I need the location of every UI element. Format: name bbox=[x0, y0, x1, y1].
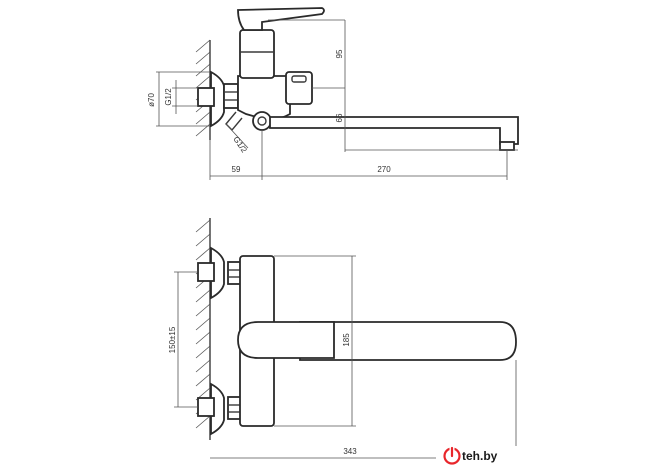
watermark-bg bbox=[436, 446, 662, 466]
spout-aerator bbox=[499, 141, 515, 151]
side-view: 95 66 ø70 G1/2 G1/2 59 270 bbox=[147, 7, 519, 180]
diverter-outlet bbox=[285, 71, 313, 105]
dim-vertical-left: ø70 G1/2 bbox=[147, 71, 210, 127]
escutcheon-flange bbox=[210, 70, 225, 128]
front-spout bbox=[299, 321, 517, 361]
dim-66-label: 66 bbox=[335, 113, 344, 122]
dim-diameter-label: ø70 bbox=[147, 93, 156, 107]
lower-inlet-pipe bbox=[197, 397, 215, 417]
dim-thread-out-label: G1/2 bbox=[231, 135, 249, 155]
dim-centers-label: 150±15 bbox=[168, 326, 177, 353]
cartridge-housing bbox=[239, 29, 275, 79]
inlet-nut bbox=[223, 83, 239, 109]
front-wall-hatching bbox=[195, 219, 211, 429]
spout-swivel bbox=[252, 111, 272, 131]
upper-escutcheon bbox=[210, 246, 225, 300]
dim-total-reach-label: 343 bbox=[343, 447, 357, 456]
dim-270-label: 270 bbox=[377, 165, 391, 174]
front-handle bbox=[237, 321, 335, 359]
lower-escutcheon bbox=[210, 382, 225, 436]
power-icon bbox=[443, 446, 461, 465]
dim-thread-in-label: G1/2 bbox=[164, 88, 173, 106]
dim-59-label: 59 bbox=[232, 165, 241, 174]
dim-front-right: 185 bbox=[274, 255, 356, 427]
dim-95-label: 95 bbox=[335, 49, 344, 58]
dim-horizontal: 59 270 bbox=[209, 130, 508, 180]
dim-front-left: 150±15 bbox=[168, 271, 198, 408]
watermark-text: teh.by bbox=[462, 449, 498, 463]
watermark: teh.by bbox=[436, 446, 662, 466]
front-view: 150±15 185 343 bbox=[168, 218, 517, 462]
dim-body-height-label: 185 bbox=[342, 333, 351, 347]
upper-inlet-pipe bbox=[197, 262, 215, 282]
inlet-pipe bbox=[197, 87, 215, 107]
dim-vertical-right: 95 66 bbox=[268, 19, 518, 152]
handle-lever bbox=[237, 7, 325, 31]
spout bbox=[269, 116, 519, 145]
